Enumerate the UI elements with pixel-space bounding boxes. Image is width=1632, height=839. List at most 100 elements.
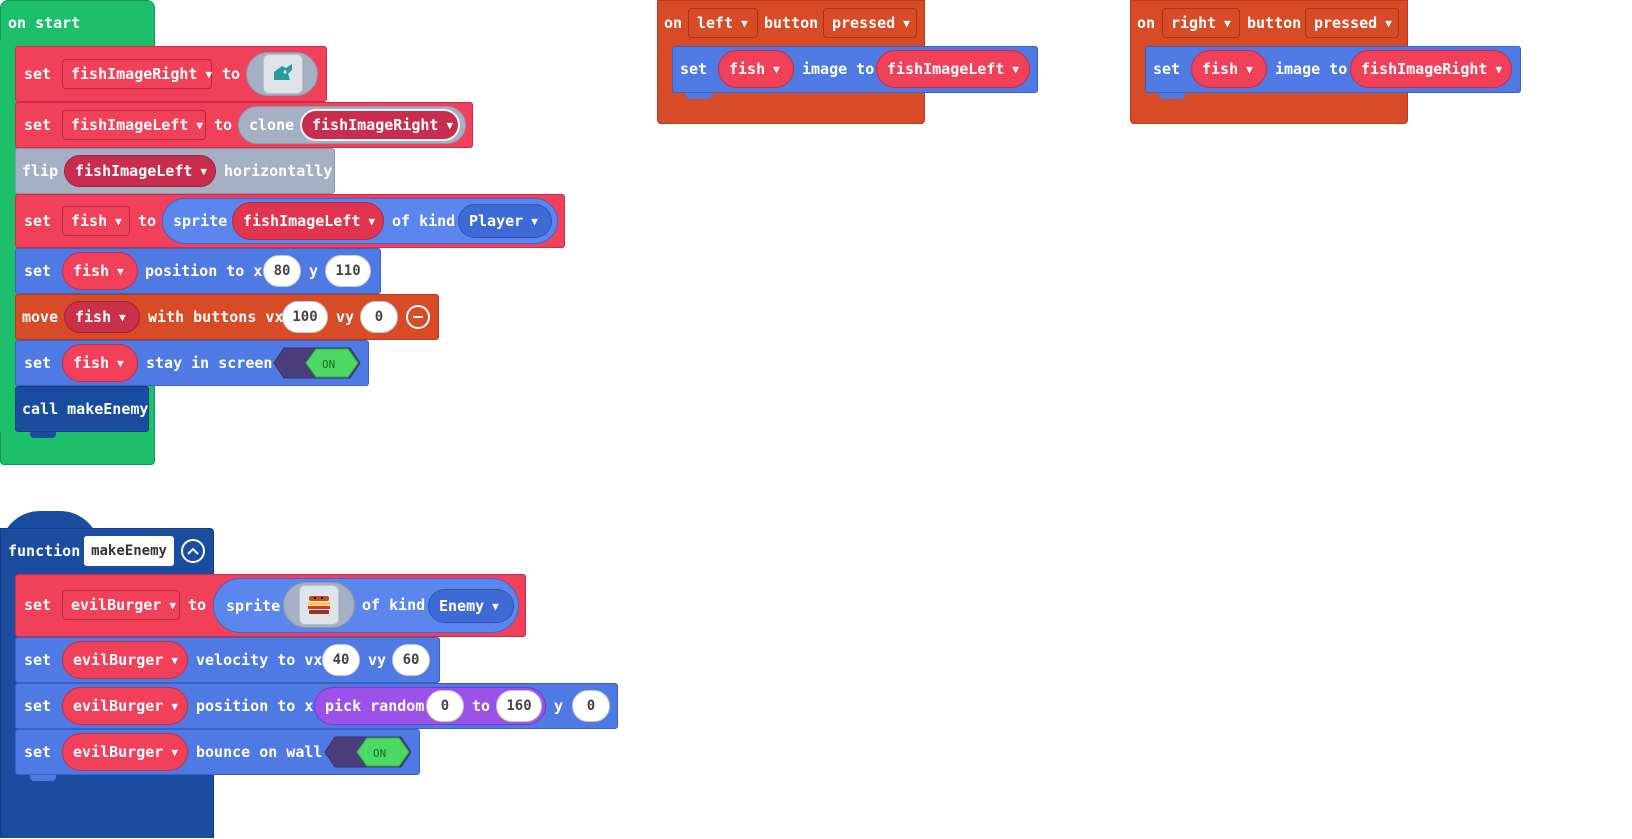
- variable-pill-fish[interactable]: fish ▼: [64, 301, 140, 333]
- image-to-label: image to: [1275, 60, 1348, 78]
- variable-dropdown-fish[interactable]: fish▼: [62, 206, 130, 236]
- variable-name: fish: [73, 354, 110, 372]
- variable-name: fish: [1202, 60, 1239, 78]
- chevron-down-icon: ▼: [119, 310, 126, 324]
- chevron-down-icon: ▼: [169, 598, 176, 612]
- y-label: y: [554, 697, 564, 715]
- bounce-label: bounce on wall: [196, 743, 323, 761]
- move-label: move: [22, 308, 59, 326]
- button-dropdown-right[interactable]: right▼: [1162, 8, 1240, 38]
- variable-pill-evilBurger[interactable]: evilBurger ▼: [62, 641, 188, 679]
- chevron-down-icon: ▼: [1385, 16, 1392, 30]
- random-from-input[interactable]: 0: [426, 690, 464, 722]
- to-label: to: [222, 65, 241, 83]
- variable-name: fish: [71, 212, 108, 230]
- function-label: function: [8, 542, 81, 560]
- vx-input[interactable]: 100: [282, 301, 328, 333]
- variable-pill-fish[interactable]: fish▼: [1191, 50, 1267, 88]
- variable-pill-evilBurger[interactable]: evilBurger▼: [62, 733, 188, 771]
- variable-name: fishImageLeft: [75, 162, 193, 180]
- flip-label: flip: [22, 162, 59, 180]
- variable-pill-fishImageLeft[interactable]: fishImageLeft▼: [64, 155, 216, 187]
- random-to-input[interactable]: 160: [496, 690, 542, 722]
- chevron-down-icon: ▼: [171, 699, 178, 713]
- x-input[interactable]: 80: [263, 255, 301, 287]
- chevron-down-icon: ▼: [492, 599, 499, 613]
- variable-name: fishImageRight: [1361, 60, 1488, 78]
- variable-dropdown-fishImageLeft[interactable]: fishImageLeft▼: [62, 110, 206, 140]
- event-dropdown-pressed[interactable]: pressed▼: [1305, 8, 1399, 38]
- chevron-down-icon: ▼: [368, 214, 376, 228]
- toggle-switch[interactable]: [272, 346, 362, 380]
- y-input[interactable]: 110: [325, 255, 371, 287]
- position-label: position to x: [145, 262, 263, 280]
- variable-name: fishImageRight: [71, 65, 198, 83]
- variable-pill-fish[interactable]: fish▼: [718, 50, 794, 88]
- toggle-switch[interactable]: [323, 735, 413, 769]
- vy-input[interactable]: 60: [392, 644, 430, 676]
- collapse-parameters-icon[interactable]: [406, 305, 430, 329]
- variable-dropdown-evilBurger[interactable]: evilBurger▼: [62, 590, 180, 620]
- event-dropdown-pressed[interactable]: pressed ▼: [823, 8, 917, 38]
- variable-pill-fishImageLeft[interactable]: fishImageLeft ▼: [876, 50, 1030, 88]
- toggle-on-label: ON: [373, 747, 387, 760]
- on-label: on: [664, 14, 683, 32]
- with-buttons-label: with buttons vx: [148, 308, 284, 326]
- image-editor-field[interactable]: [283, 582, 355, 628]
- vy-input[interactable]: 0: [360, 301, 398, 333]
- kind-name: Enemy: [439, 597, 485, 615]
- chevron-down-icon: ▼: [1224, 16, 1231, 30]
- button-label: button: [1247, 14, 1302, 32]
- kind-dropdown-player[interactable]: Player▼: [458, 204, 552, 238]
- chevron-down-icon: ▼: [171, 653, 178, 667]
- variable-pill-evilBurger[interactable]: evilBurger▼: [62, 687, 188, 725]
- set-label: set: [24, 262, 52, 280]
- set-label: set: [24, 354, 52, 372]
- variable-name: fishImageRight: [312, 116, 439, 134]
- chevron-down-icon: ▼: [171, 745, 178, 759]
- chevron-down-icon: ▼: [1495, 62, 1503, 76]
- sprite-label: sprite: [173, 212, 228, 230]
- horizontally-label: horizontally: [224, 162, 333, 180]
- set-label: set: [24, 697, 52, 715]
- function-name-field[interactable]: makeEnemy: [84, 536, 174, 566]
- chevron-down-icon: ▼: [446, 118, 454, 132]
- button-dropdown-left[interactable]: left▼: [688, 8, 758, 38]
- set-label: set: [1153, 60, 1181, 78]
- variable-name: fish: [75, 308, 112, 326]
- variable-pill-fish[interactable]: fish ▼: [62, 344, 138, 382]
- fish-image-icon[interactable]: [263, 54, 303, 94]
- kind-dropdown-enemy[interactable]: Enemy ▼: [428, 589, 514, 623]
- image-to-label: image to: [802, 60, 875, 78]
- chevron-down-icon: ▼: [903, 16, 910, 30]
- call-make-enemy-block[interactable]: [15, 386, 149, 432]
- clone-label: clone: [249, 116, 295, 134]
- sprite-label: sprite: [226, 596, 281, 615]
- chevron-down-icon: ▼: [1012, 62, 1020, 76]
- variable-name: fishImageLeft: [887, 60, 1005, 78]
- on-start-label: on start: [8, 14, 81, 32]
- variable-name: evilBurger: [73, 651, 164, 669]
- of-kind-label: of kind: [362, 596, 426, 614]
- variable-pill-fishImageRight[interactable]: fishImageRight ▼: [1350, 50, 1512, 88]
- burger-image-icon[interactable]: [299, 585, 339, 625]
- set-label: set: [24, 116, 52, 134]
- set-label: set: [24, 596, 52, 614]
- variable-dropdown-fishImageRight[interactable]: fishImageRight▼: [62, 59, 212, 89]
- to-label: to: [214, 116, 233, 134]
- image-editor-field[interactable]: [246, 52, 318, 96]
- y-input[interactable]: 0: [572, 690, 610, 722]
- toggle-on-label: ON: [322, 358, 336, 371]
- set-label: set: [24, 212, 52, 230]
- chevron-down-icon: ▼: [196, 118, 204, 132]
- collapse-function-icon[interactable]: [181, 539, 205, 563]
- variable-pill-fish[interactable]: fish▼: [62, 252, 138, 290]
- variable-pill-fishImageRight[interactable]: fishImageRight ▼: [300, 109, 460, 141]
- vx-input[interactable]: 40: [322, 644, 360, 676]
- to-label: to: [188, 596, 207, 614]
- set-label: set: [24, 743, 52, 761]
- to-label: to: [472, 697, 491, 715]
- chevron-down-icon: ▼: [117, 356, 124, 370]
- variable-pill-fishImageLeft[interactable]: fishImageLeft▼: [232, 202, 384, 240]
- event-name: pressed: [832, 14, 896, 32]
